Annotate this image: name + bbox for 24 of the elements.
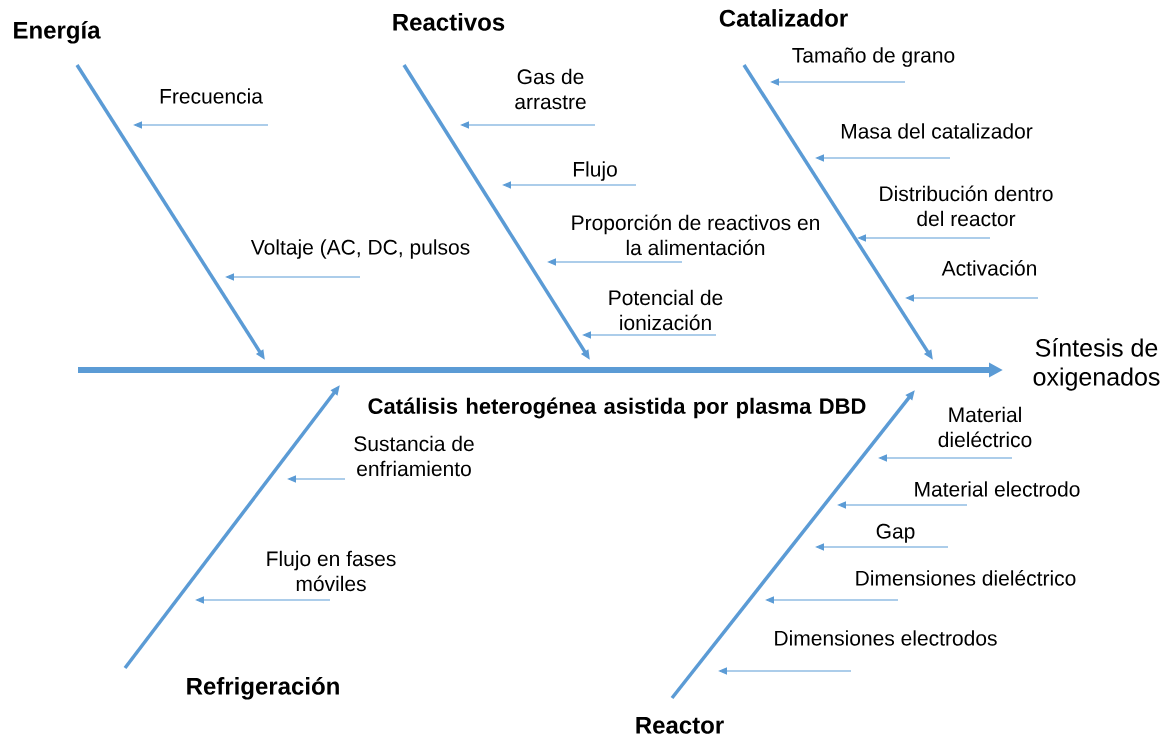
cause-label: Material dieléctrico	[938, 406, 1032, 448]
cause-label: Dimensiones dieléctrico	[856, 570, 1076, 586]
cause-label: Tamaño de grano	[792, 47, 955, 67]
cause-label: Distribución dentro del reactor	[880, 185, 1053, 227]
cause-label: Sustancia de enfriamiento	[354, 435, 474, 477]
cause-label: Dimensiones electrodos	[775, 630, 997, 646]
category-label: Reactor	[636, 717, 724, 734]
cause-label: Potencial de ionización	[609, 289, 723, 331]
cause-label: Frecuencia	[160, 88, 263, 104]
category-label: Catalizador	[719, 9, 848, 27]
cause-label: Material electrodo	[915, 481, 1080, 497]
caption-label: Catálisis heterogénea asistida por plasma DBD	[368, 397, 866, 419]
cause-label: Proporción de reactivos en la alimentación	[572, 214, 819, 256]
category-label: Refrigeración	[187, 676, 339, 700]
cause-label: Flujo	[573, 161, 617, 181]
cause-label: Flujo en fases móviles	[267, 550, 396, 592]
category-label: Reactivos	[393, 13, 505, 31]
cause-label: Masa del catalizador	[841, 123, 1033, 139]
cause-label: Voltaje (AC, DC, pulsos	[250, 239, 470, 259]
cause-label: Gap	[876, 523, 915, 543]
category-label: Energía	[14, 20, 101, 44]
cause-label: Gas de arrastre	[515, 68, 586, 110]
effect-label: Síntesis de oxigenados	[1033, 338, 1160, 391]
cause-label: Activación	[941, 260, 1036, 276]
